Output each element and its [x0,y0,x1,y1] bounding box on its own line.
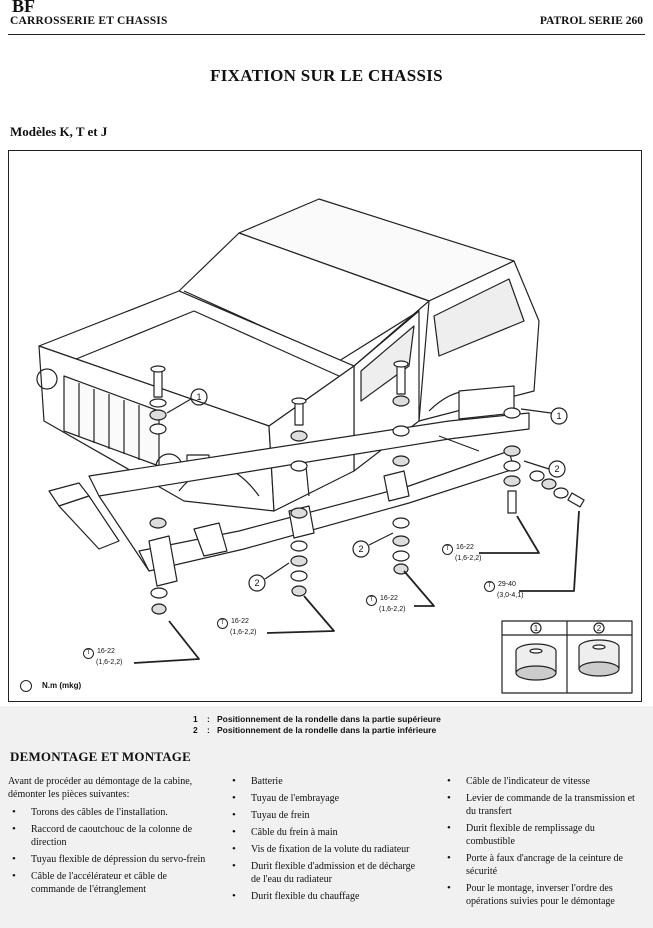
list-item: Câble de l'indicateur de vitesse [443,775,643,788]
torque-unit-label: N.m (mkg) [42,681,82,691]
page-title: FIXATION SUR LE CHASSIS [210,66,443,85]
torque-wrench-icon: T [442,544,453,555]
inset-label-2: 2 [597,624,602,633]
callout-1-rear: 1 [556,411,561,421]
list-item: Batterie [228,775,426,788]
section-heading: CARROSSERIE ET CHASSIS [10,15,168,27]
washer-inset [501,620,633,694]
torque-value: 16-22 [97,648,115,655]
torque-value: 16-22 [380,595,398,602]
list-item: Câble du frein à main [228,826,426,839]
torque-wrench-icon: T [366,595,377,606]
models-subtitle: Modèles K, T et J [10,124,108,139]
list-item: Câble de l'accélérateur et câble de comm… [8,870,208,896]
list-item: Torons des câbles de l'installation. [8,806,208,819]
callout-numbers: 1 1 2 2 2 [196,392,561,588]
body-mount-figure: 1 1 2 2 2 [8,150,642,702]
torque-leader-lines [133,510,580,664]
vehicle-chassis-drawing: 1 1 2 2 2 [36,198,633,694]
torque-wrench-icon: T [217,618,228,629]
mount-bolt-stacks [149,360,585,615]
chassis-frame-illustration [48,385,530,587]
callout-2-middle: 2 [358,544,363,554]
torque-mkg: (1,6-2,2) [455,555,482,562]
procedure-column-3: Câble de l'indicateur de vitesse Levier … [443,775,643,912]
callout-markers [166,388,568,592]
torque-mkg: (3,0-4,1) [497,592,524,599]
header-rule [8,34,645,35]
inset-label-1: 1 [534,624,539,633]
callout-1-top: 1 [196,392,201,402]
section-code: BF [12,0,36,16]
list-item: Pour le montage, inverser l'ordre des op… [443,882,643,908]
position-note: 2:Positionnement de la rondelle dans la … [193,725,437,735]
torque-value: 16-22 [456,544,474,551]
procedure-column-2: Batterie Tuyau de l'embrayage Tuyau de f… [228,775,426,907]
part-list: Câble de l'indicateur de vitesse Levier … [443,775,643,908]
torque-unit-legend: N.m (mkg) [20,680,81,692]
washer-position-notes: 1:Positionnement de la rondelle dans la … [193,714,441,736]
torque-value: 16-22 [231,618,249,625]
part-list: Batterie Tuyau de l'embrayage Tuyau de f… [228,775,426,903]
list-item: Tuyau de l'embrayage [228,792,426,805]
list-item: Durit flexible du chauffage [228,890,426,903]
callout-2-rear: 2 [554,464,559,474]
list-item: Vis de fixation de la volute du radiateu… [228,843,426,856]
torque-mkg: (1,6-2,2) [96,659,123,666]
list-item: Tuyau flexible de dépression du servo-fr… [8,853,208,866]
torque-wrench-icon: T [83,648,94,659]
position-note: 1:Positionnement de la rondelle dans la … [193,714,441,724]
torque-mkg: (1,6-2,2) [230,629,257,636]
procedure-column-1: Avant de procéder au démontage de la cab… [8,775,208,900]
torque-value: 29-40 [498,581,516,588]
section-title: DEMONTAGE ET MONTAGE [10,749,191,764]
list-item: Durit flexible de remplissage du combust… [443,822,643,848]
torque-mkg: (1,6-2,2) [379,606,406,613]
callout-2-front: 2 [254,578,259,588]
list-item: Tuyau de frein [228,809,426,822]
torque-wrench-icon: T [484,581,495,592]
model-heading: PATROL SERIE 260 [539,15,643,27]
list-item: Raccord de caoutchouc de la colonne de d… [8,823,208,849]
list-item: Durit flexible d'admission et de décharg… [228,860,426,886]
torque-wrench-icon [20,680,32,692]
list-item: Levier de commande de la transmission et… [443,792,643,818]
intro-text: Avant de procéder au démontage de la cab… [8,776,193,800]
list-item: Porte à faux d'ancrage de la ceinture de… [443,852,643,878]
part-list: Torons des câbles de l'installation. Rac… [8,806,208,896]
